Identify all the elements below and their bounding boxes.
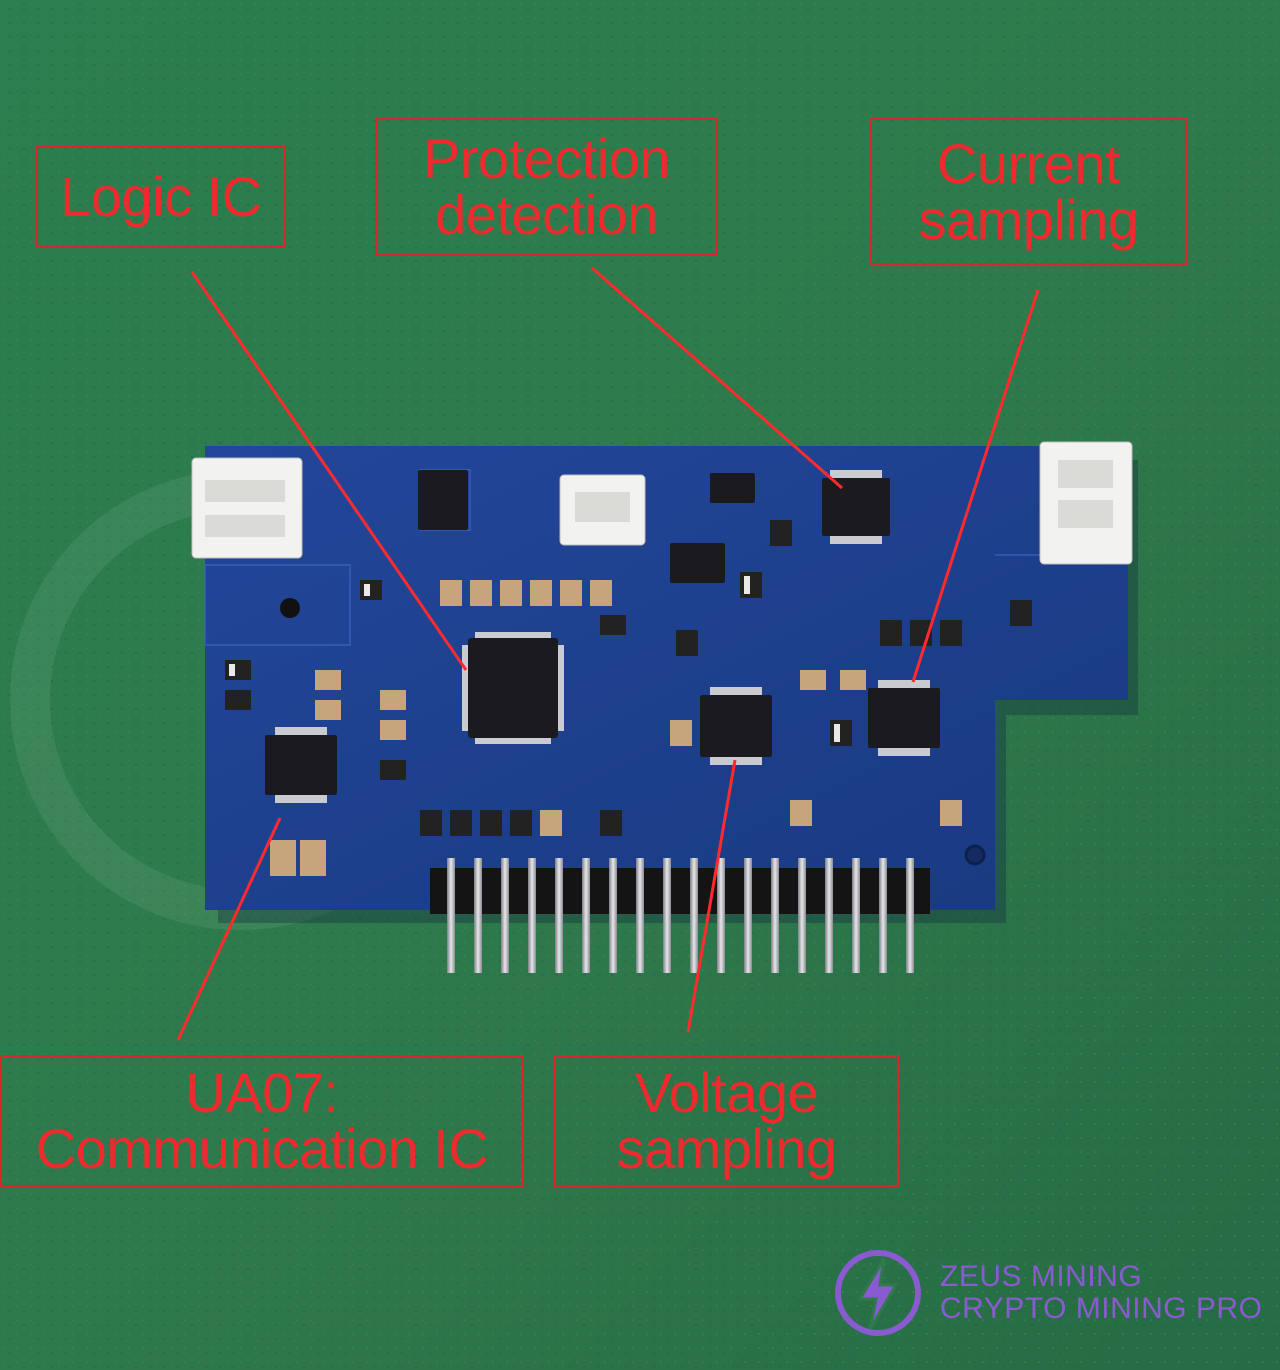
- brand-line1: ZEUS MINING: [940, 1260, 1143, 1293]
- connector-left: [191, 457, 303, 559]
- callout-voltage-sampling: Voltage sampling: [554, 1055, 899, 1187]
- current-ic-chip: [868, 688, 940, 748]
- lightning-bolt-icon: [835, 1250, 921, 1336]
- callout-current-line2: sampling: [918, 187, 1139, 251]
- callout-protection-line2: detection: [435, 183, 658, 246]
- leader-voltage: [686, 759, 737, 1033]
- callout-ua07-communication-ic: UA07: Communication IC: [0, 1055, 524, 1187]
- pin-header: [430, 858, 930, 973]
- protection-ic-chip: [822, 478, 890, 536]
- callout-current-sampling: Current sampling: [870, 118, 1187, 265]
- callout-voltage-line2: sampling: [616, 1117, 837, 1180]
- logic-ic-chip: [468, 638, 558, 738]
- leader-protection: [591, 266, 843, 490]
- connector-middle: [559, 474, 646, 546]
- ua07-chip: [265, 735, 337, 795]
- brand-text: ZEUS MINING CRYPTO MINING PRO: [940, 1261, 1262, 1324]
- leader-ua07: [176, 817, 282, 1041]
- callout-current-line1: Current: [936, 131, 1121, 195]
- callout-logic-ic: Logic IC: [36, 146, 286, 248]
- voltage-ic-chip: [700, 695, 772, 757]
- callout-logic-ic-line1: Logic IC: [60, 165, 262, 228]
- callout-protection-line1: Protection: [422, 127, 671, 190]
- callout-protection-detection: Protection detection: [375, 118, 718, 256]
- brand-line2: CRYPTO MINING PRO: [940, 1291, 1263, 1325]
- callout-voltage-line1: Voltage: [634, 1061, 819, 1124]
- brand-watermark: ZEUS MINING CRYPTO MINING PRO: [830, 1245, 1270, 1345]
- callout-ua07-line2: Communication IC: [35, 1117, 489, 1180]
- callout-ua07-line1: UA07:: [185, 1061, 339, 1124]
- leader-current: [911, 289, 1040, 683]
- connector-right: [1039, 441, 1133, 565]
- leader-logic: [190, 271, 468, 671]
- pcb-board: [205, 446, 1128, 910]
